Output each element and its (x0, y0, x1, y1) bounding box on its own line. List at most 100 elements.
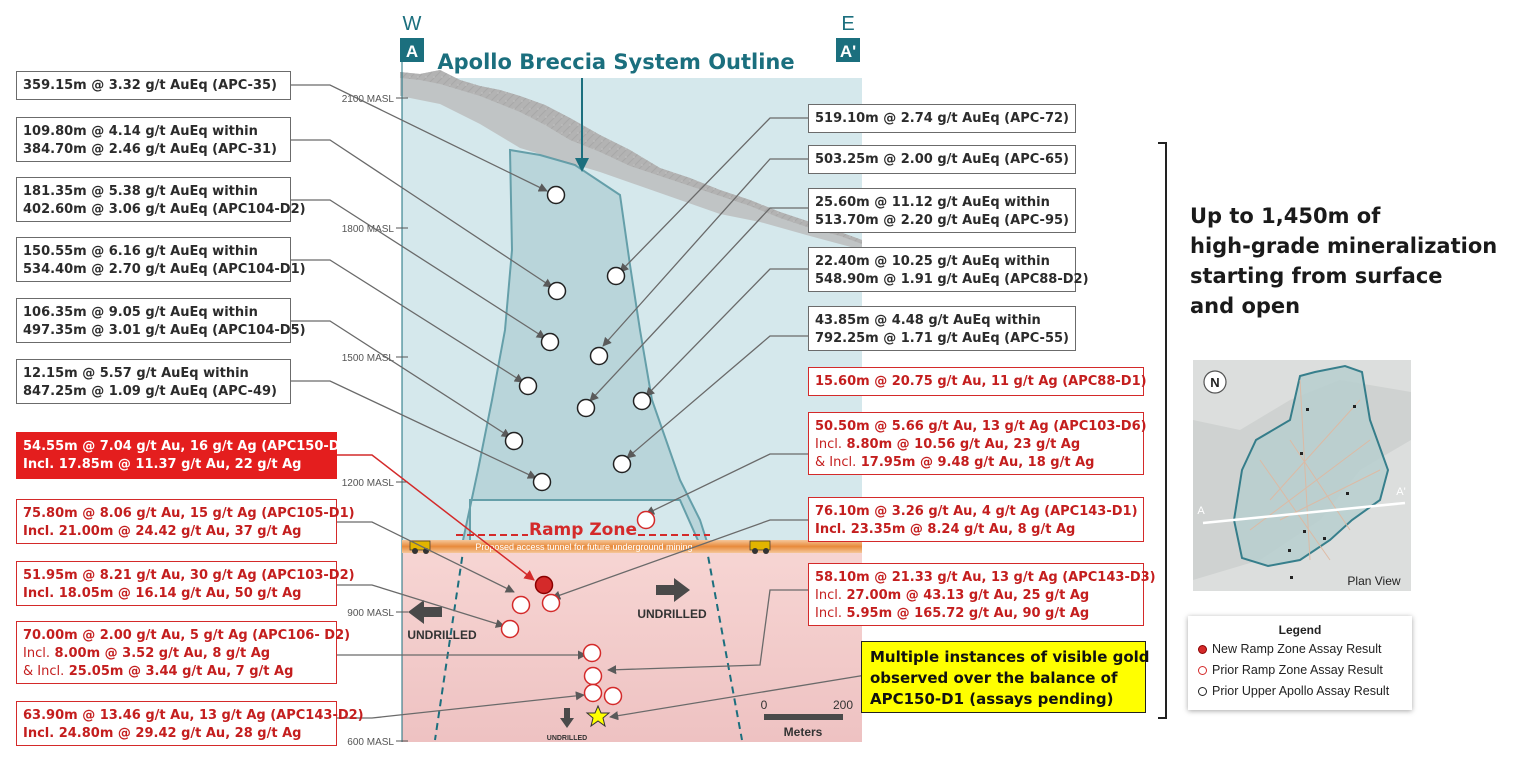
assay-line: 847.25m @ 1.09 g/t AuEq (APC-49) (23, 384, 277, 399)
prior-ramp-zone-result (511, 595, 531, 615)
assay-line: Incl. 8.80m @ 10.56 g/t Au, 23 g/t Ag (815, 436, 1137, 454)
undrilled-left-label: UNDRILLED (407, 628, 477, 642)
assay-box: 519.10m @ 2.74 g/t AuEq (APC-72) (808, 104, 1076, 133)
assay-box: 70.00m @ 2.00 g/t Au, 5 g/t Ag (APC106- … (16, 621, 350, 684)
assay-box: 63.90m @ 13.46 g/t Au, 13 g/t Ag (APC143… (16, 701, 364, 746)
headline: Up to 1,450m of high-grade mineralizatio… (1190, 201, 1497, 321)
assay-line: 384.70m @ 2.46 g/t AuEq (APC-31) (23, 142, 277, 157)
haul-truck-icon (749, 540, 771, 554)
assay-line-prefix: & Incl. (815, 455, 857, 470)
elevation-label: 900 MASL (347, 608, 394, 619)
assay-line-text: 5.95m @ 165.72 g/t Au, 90 g/t Ag (846, 606, 1090, 621)
leader-line (602, 158, 808, 347)
scale-end-label: 200 (833, 698, 853, 712)
legend-item-label: New Ramp Zone Assay Result (1212, 642, 1382, 656)
outline-extension-left (434, 544, 465, 741)
plan-view-east-marker: A' (1396, 486, 1405, 498)
ramp-zone-label: Ramp Zone (529, 520, 637, 540)
assay-line: 534.40m @ 2.70 g/t AuEq (APC104-D1) (23, 262, 306, 277)
assay-line-text: 27.00m @ 43.13 g/t Au, 25 g/t Ag (846, 588, 1090, 603)
plan-view-north-icon: N (1210, 375, 1219, 390)
assay-line-text: 25.05m @ 3.44 g/t Au, 7 g/t Ag (68, 664, 294, 679)
callout-line: APC150-D1 (assays pending) (870, 690, 1114, 708)
legend-item: Prior Upper Apollo Assay Result (1198, 682, 1389, 700)
elevation-label: 1800 MASL (342, 224, 395, 235)
legend-title: Legend (1278, 623, 1322, 637)
assay-box: 15.60m @ 20.75 g/t Au, 11 g/t Ag (APC88-… (808, 367, 1147, 396)
assay-line: 548.90m @ 1.91 g/t AuEq (APC88-D2) (815, 272, 1089, 287)
prior-ramp-zone-result (583, 683, 603, 703)
west-marker-box (400, 38, 424, 62)
assay-line: Incl. 8.00m @ 3.52 g/t Au, 8 g/t Ag (23, 645, 330, 663)
plan-view-west-marker: A (1197, 505, 1205, 517)
assay-line: & Incl. 25.05m @ 3.44 g/t Au, 7 g/t Ag (23, 663, 330, 681)
leader-line (337, 691, 585, 719)
assay-line: 63.90m @ 13.46 g/t Au, 13 g/t Ag (APC143… (23, 708, 364, 723)
black-outline-circle-icon (1198, 687, 1207, 696)
prior-upper-apollo-result (576, 398, 596, 418)
assay-line: Incl. 5.95m @ 165.72 g/t Au, 90 g/t Ag (815, 605, 1137, 623)
prior-ramp-zone-result (500, 619, 520, 639)
new-assay-box: 54.55m @ 7.04 g/t Au, 16 g/t Ag (APC150-… (16, 432, 355, 479)
undrilled-down-arrow-icon (560, 708, 574, 728)
leader-line (551, 519, 808, 600)
west-letter: W (403, 13, 422, 35)
prior-ramp-zone-result (541, 593, 561, 613)
legend-item: Prior Ramp Zone Assay Result (1198, 661, 1383, 679)
assay-line: 497.35m @ 3.01 g/t AuEq (APC104-D5) (23, 323, 306, 338)
outline-title-arrowhead (575, 158, 589, 172)
leader-line (291, 139, 553, 288)
access-tunnel-label: Proposed access tunnel for future underg… (475, 542, 692, 552)
assay-box: 75.80m @ 8.06 g/t Au, 15 g/t Ag (APC105-… (16, 499, 355, 544)
callout-line: observed over the balance of (870, 669, 1118, 687)
legend-item: New Ramp Zone Assay Result (1198, 640, 1382, 658)
assay-box: 359.15m @ 3.32 g/t AuEq (APC-35) (16, 71, 291, 100)
undrilled-left-arrow-icon (408, 600, 442, 624)
red-outline-circle-icon (1198, 666, 1207, 675)
assay-line: 43.85m @ 4.48 g/t AuEq within (815, 313, 1041, 328)
headline-bracket (1158, 142, 1167, 719)
assay-box: 503.25m @ 2.00 g/t AuEq (APC-65) (808, 145, 1076, 174)
legend-item-label: Prior Upper Apollo Assay Result (1212, 684, 1390, 698)
prior-ramp-zone-result (582, 643, 602, 663)
assay-line: 503.25m @ 2.00 g/t AuEq (APC-65) (815, 152, 1069, 167)
ramp-zone-background (402, 540, 862, 742)
elevation-axis: 2100 MASL 1800 MASL 1500 MASL 1200 MASL … (342, 94, 408, 748)
prior-upper-apollo-result (532, 472, 552, 492)
leader-line (619, 117, 808, 273)
legend-item-label: Prior Ramp Zone Assay Result (1212, 663, 1383, 677)
assay-line-prefix: Incl. (815, 606, 842, 621)
east-marker: A' (840, 42, 856, 61)
prior-ramp-zone-result (636, 510, 656, 530)
access-tunnel (402, 540, 862, 553)
assay-line: Incl. 27.00m @ 43.13 g/t Au, 25 g/t Ag (815, 587, 1137, 605)
leader-line (609, 673, 873, 721)
elevation-label: 1200 MASL (342, 478, 395, 489)
visible-gold-star-icon (585, 704, 611, 728)
assay-box: 12.15m @ 5.57 g/t AuEq within 847.25m @ … (16, 359, 291, 404)
assay-box: 22.40m @ 10.25 g/t AuEq within 548.90m @… (808, 247, 1089, 292)
undrilled-right-arrow-icon (656, 578, 690, 602)
assay-box: 58.10m @ 21.33 g/t Au, 13 g/t Ag (APC143… (808, 563, 1156, 626)
assay-line: 513.70m @ 2.20 g/t AuEq (APC-95) (815, 213, 1069, 228)
east-marker-box (836, 38, 860, 62)
assay-line-text: 8.00m @ 3.52 g/t Au, 8 g/t Ag (54, 646, 271, 661)
plan-view-caption: Plan View (1347, 574, 1400, 588)
prior-upper-apollo-result (504, 431, 524, 451)
assay-line: 15.60m @ 20.75 g/t Au, 11 g/t Ag (APC88-… (815, 374, 1147, 389)
red-filled-circle-icon (1198, 645, 1207, 654)
assay-line: 109.80m @ 4.14 g/t AuEq within (23, 124, 258, 139)
assay-box: 50.50m @ 5.66 g/t Au, 13 g/t Ag (APC103-… (808, 412, 1147, 475)
leader-line-new-result (337, 454, 535, 581)
assay-line: Incl. 17.85m @ 11.37 g/t Au, 22 g/t Ag (23, 457, 302, 472)
leader-line (291, 199, 546, 339)
east-letter: E (841, 13, 854, 35)
assay-box: 109.80m @ 4.14 g/t AuEq within 384.70m @… (16, 117, 291, 162)
scale-unit-label: Meters (784, 725, 823, 739)
assay-box: 106.35m @ 9.05 g/t AuEq within 497.35m @… (16, 298, 306, 343)
leader-line (626, 335, 808, 459)
assay-line: 51.95m @ 8.21 g/t Au, 30 g/t Ag (APC103-… (23, 568, 355, 583)
leader-line (291, 84, 548, 192)
prior-ramp-zone-result (603, 686, 623, 706)
